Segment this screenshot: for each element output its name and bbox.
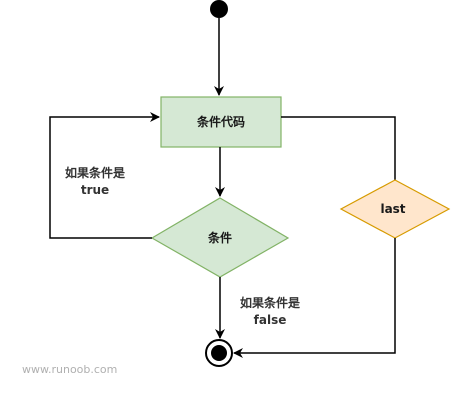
true-branch-label-line1: 如果条件是 xyxy=(65,165,126,180)
last-label: last xyxy=(380,202,405,216)
watermark-text: www.runoob.com xyxy=(22,363,117,376)
false-branch-label-line2: false xyxy=(254,313,287,327)
process-label: 条件代码 xyxy=(196,114,245,129)
false-branch-label-line1: 如果条件是 xyxy=(240,295,301,310)
edge-true-loop xyxy=(49,112,160,239)
edge-last-to-end xyxy=(233,238,396,358)
end-node-inner xyxy=(211,345,227,361)
start-node xyxy=(210,0,228,18)
true-branch-label-line2: true xyxy=(81,183,109,197)
edge-process-to-last xyxy=(281,116,396,180)
process-box xyxy=(160,96,282,148)
condition-label: 条件 xyxy=(207,230,232,245)
